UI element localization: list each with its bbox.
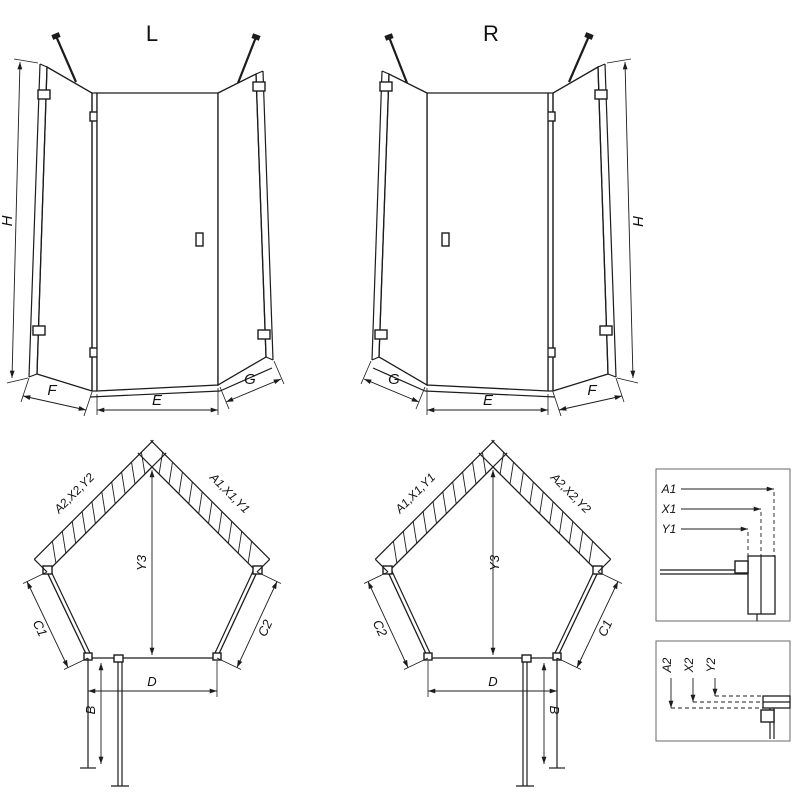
elevation-right-dim-right-panel: F: [587, 382, 597, 399]
plan-right-wall-label-left: A1,X1,Y1: [392, 470, 438, 516]
plan-right-front-label: D: [488, 674, 497, 689]
plan-left-door-open-label: B: [83, 705, 98, 714]
plan-right-door-open-label: B: [547, 706, 562, 715]
elevation-geometry: [6, 32, 285, 417]
plan-right-wall-label-right: A2,X2,Y2: [547, 470, 594, 517]
dimension-side-right: [216, 571, 282, 670]
plan-left-side-label-right: C2: [255, 617, 276, 639]
elevation-right-geometry: [361, 35, 638, 417]
elevation-right-dim-door: E: [483, 392, 494, 409]
profile-cross-section: [660, 555, 776, 621]
plan-right-side-label-left: C2: [370, 617, 391, 639]
elevation-left-dim-right-panel: G: [244, 371, 256, 388]
clamp-bracket: [734, 560, 749, 574]
right-support-bar: [236, 33, 261, 84]
elevation-left-variant-label: L: [146, 21, 158, 46]
plan-left-wall-label-left: A2,X2,Y2: [51, 470, 98, 517]
plan-geometry: [22, 439, 282, 787]
left-wall-profile: [28, 63, 51, 378]
door-panel: [96, 92, 219, 392]
wall-hatching-right: [137, 439, 271, 573]
plan-left-wall-label-right: A1,X1,Y1: [206, 470, 252, 516]
plan-right-side-label-right: C1: [595, 617, 616, 638]
detail-bottom-dim2-label: X2: [682, 657, 696, 673]
elevation-left-dim-left-panel: F: [47, 382, 57, 399]
detail-bottom-dim1-label: A2: [660, 657, 674, 673]
plan-right-geometry: [364, 440, 622, 786]
right-wall-profile: [252, 70, 274, 361]
elevation-right-dim-height: H: [629, 216, 646, 227]
detail-top-dim3-label: Y1: [662, 522, 677, 536]
detail-box-top: A1 X1 Y1: [655, 468, 791, 622]
wall-hatching-left: [33, 439, 167, 573]
detail-top-dim1-label: A1: [661, 482, 677, 496]
elevation-left-dim-height: H: [0, 215, 16, 226]
dimension-side-left: [22, 571, 89, 670]
plan-left-side-label-left: C1: [30, 617, 51, 638]
plan-left-depth-label: Y3: [134, 554, 149, 571]
dimension-height: [6, 58, 39, 384]
door-handle: [195, 232, 204, 247]
clamp-bracket: [760, 709, 775, 723]
open-door-plan: [80, 654, 129, 787]
elevation-right-variant-label: R: [483, 21, 499, 46]
left-support-bar: [51, 32, 78, 83]
detail-bottom-dim3-label: Y2: [704, 657, 718, 672]
elevation-right-dim-left-panel: G: [388, 371, 400, 388]
plan-left-front-label: D: [147, 674, 156, 689]
dimension-left-panel: [20, 377, 93, 417]
dimension-right-panel: [219, 360, 285, 410]
elevation-left-dim-door: E: [152, 392, 163, 409]
profile-cross-section: [760, 695, 791, 739]
detail-top-dim2-label: X1: [661, 502, 677, 516]
detail-box-bottom: A2 X2 Y2: [655, 640, 791, 742]
dimension-door: [96, 388, 219, 415]
plan-right-depth-label: Y3: [487, 554, 502, 571]
